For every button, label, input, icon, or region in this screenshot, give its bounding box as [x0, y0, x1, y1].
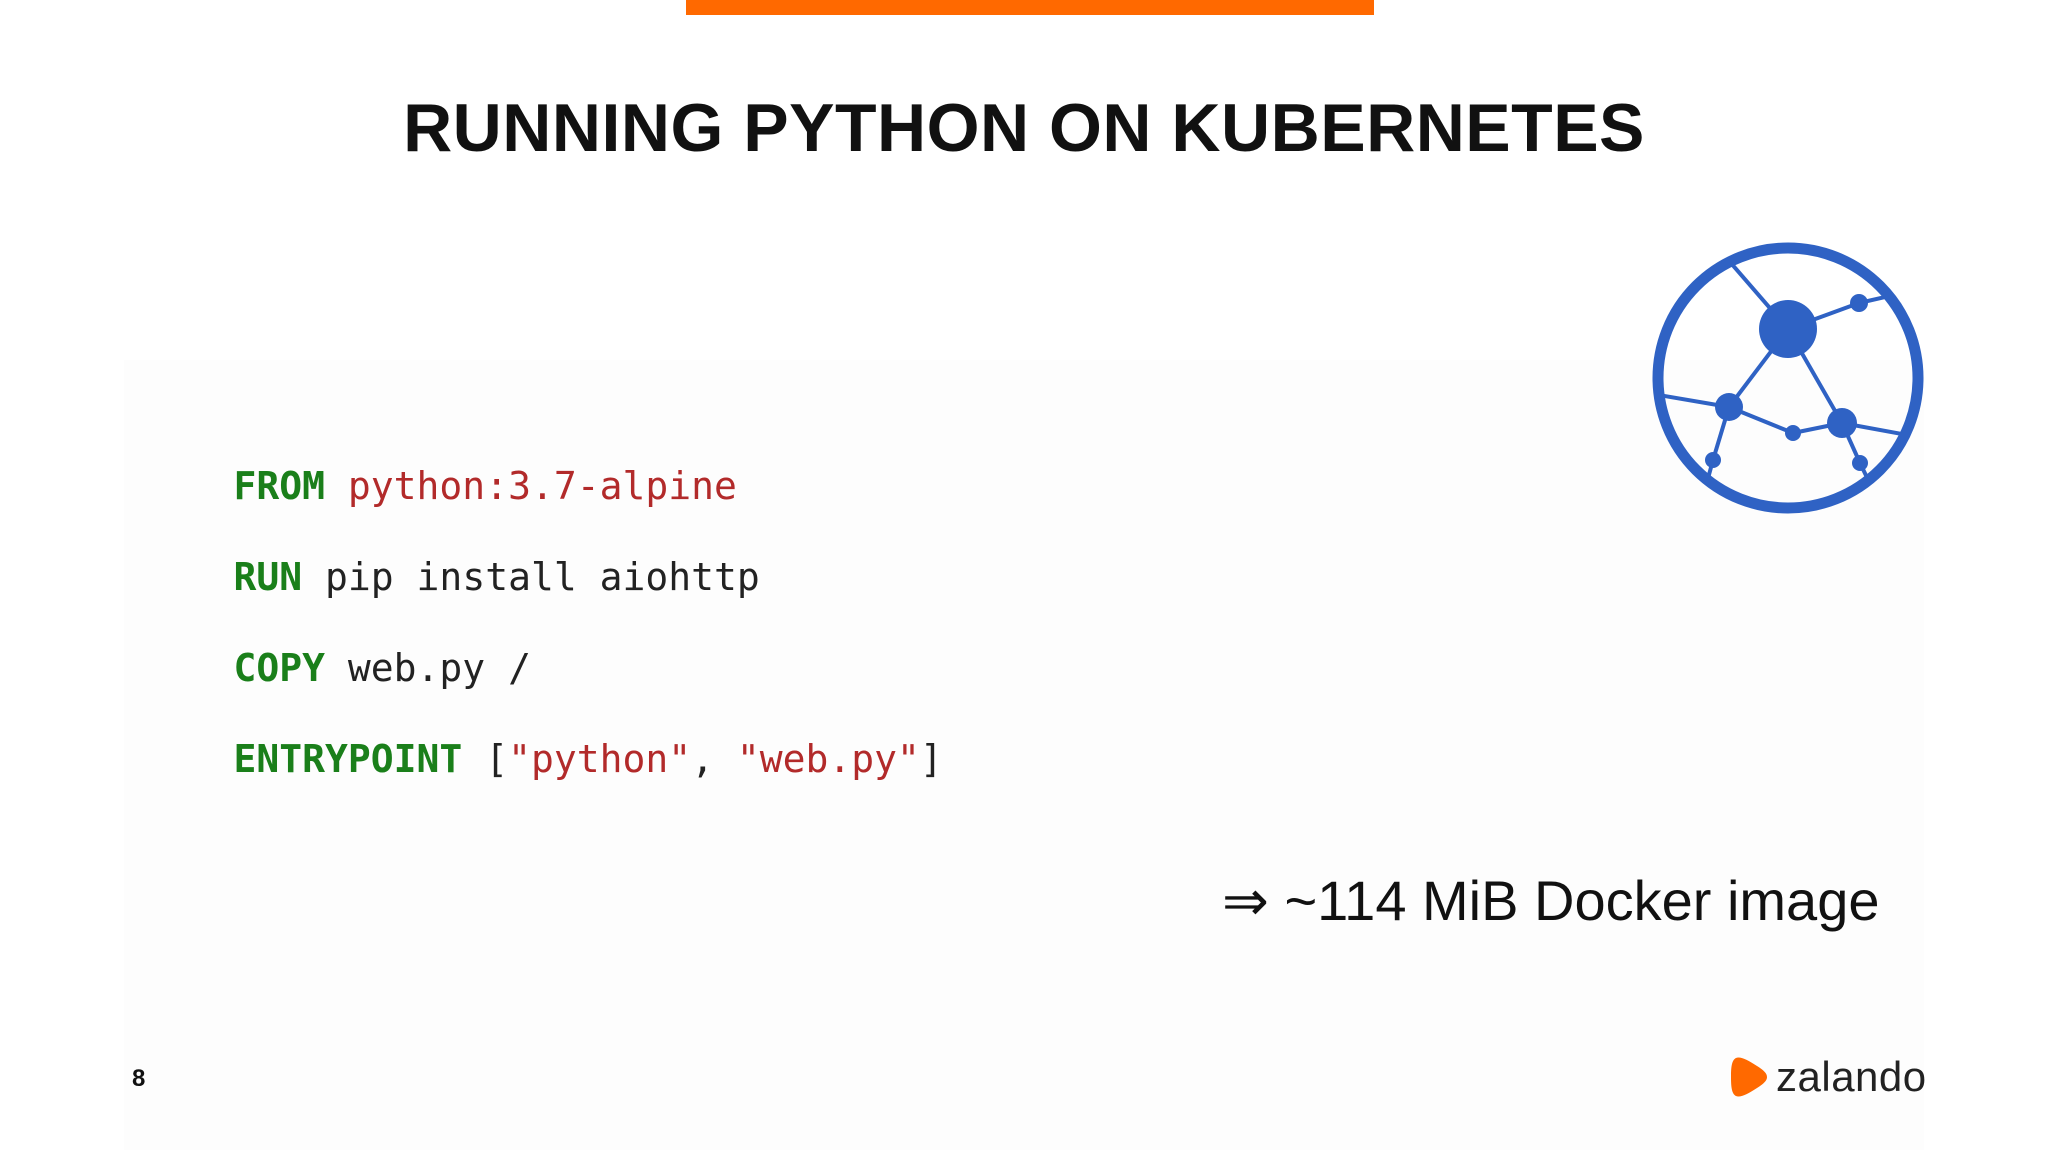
code-text: , — [691, 737, 737, 781]
kubernetes-network-icon — [1652, 242, 1924, 514]
code-panel — [124, 360, 1924, 1150]
code-string: python:3.7-alpine — [347, 464, 737, 508]
page-number: 8 — [132, 1065, 146, 1092]
code-string: "python" — [508, 737, 692, 781]
code-keyword: ENTRYPOINT — [233, 737, 463, 781]
code-string: "web.py" — [736, 737, 920, 781]
code-line-from: FROM python:3.7-alpine — [142, 396, 943, 508]
zalando-brand: zalando — [1730, 1052, 1927, 1102]
code-line-copy: COPY web.py / — [142, 578, 943, 690]
code-text: pip install aiohttp — [325, 555, 760, 599]
docker-image-size-note: ⇒ ~114 MiB Docker image — [1222, 869, 1880, 932]
code-keyword: FROM — [233, 464, 326, 508]
code-line-entrypoint: ENTRYPOINT ["python", "web.py"] — [142, 669, 943, 781]
dockerfile-code-block: FROM python:3.7-alpine RUN pip install a… — [142, 396, 943, 781]
brand-name: zalando — [1776, 1053, 1927, 1100]
code-text: ] — [919, 737, 943, 781]
code-text: [ — [485, 737, 509, 781]
zalando-logo-icon — [1731, 1057, 1767, 1097]
code-line-run: RUN pip install aiohttp — [142, 487, 943, 599]
top-accent-bar — [686, 0, 1374, 15]
code-keyword: COPY — [233, 646, 326, 690]
slide-title: RUNNING PYTHON ON KUBERNETES — [403, 90, 1645, 166]
code-text: web.py / — [347, 646, 531, 690]
code-keyword: RUN — [233, 555, 303, 599]
